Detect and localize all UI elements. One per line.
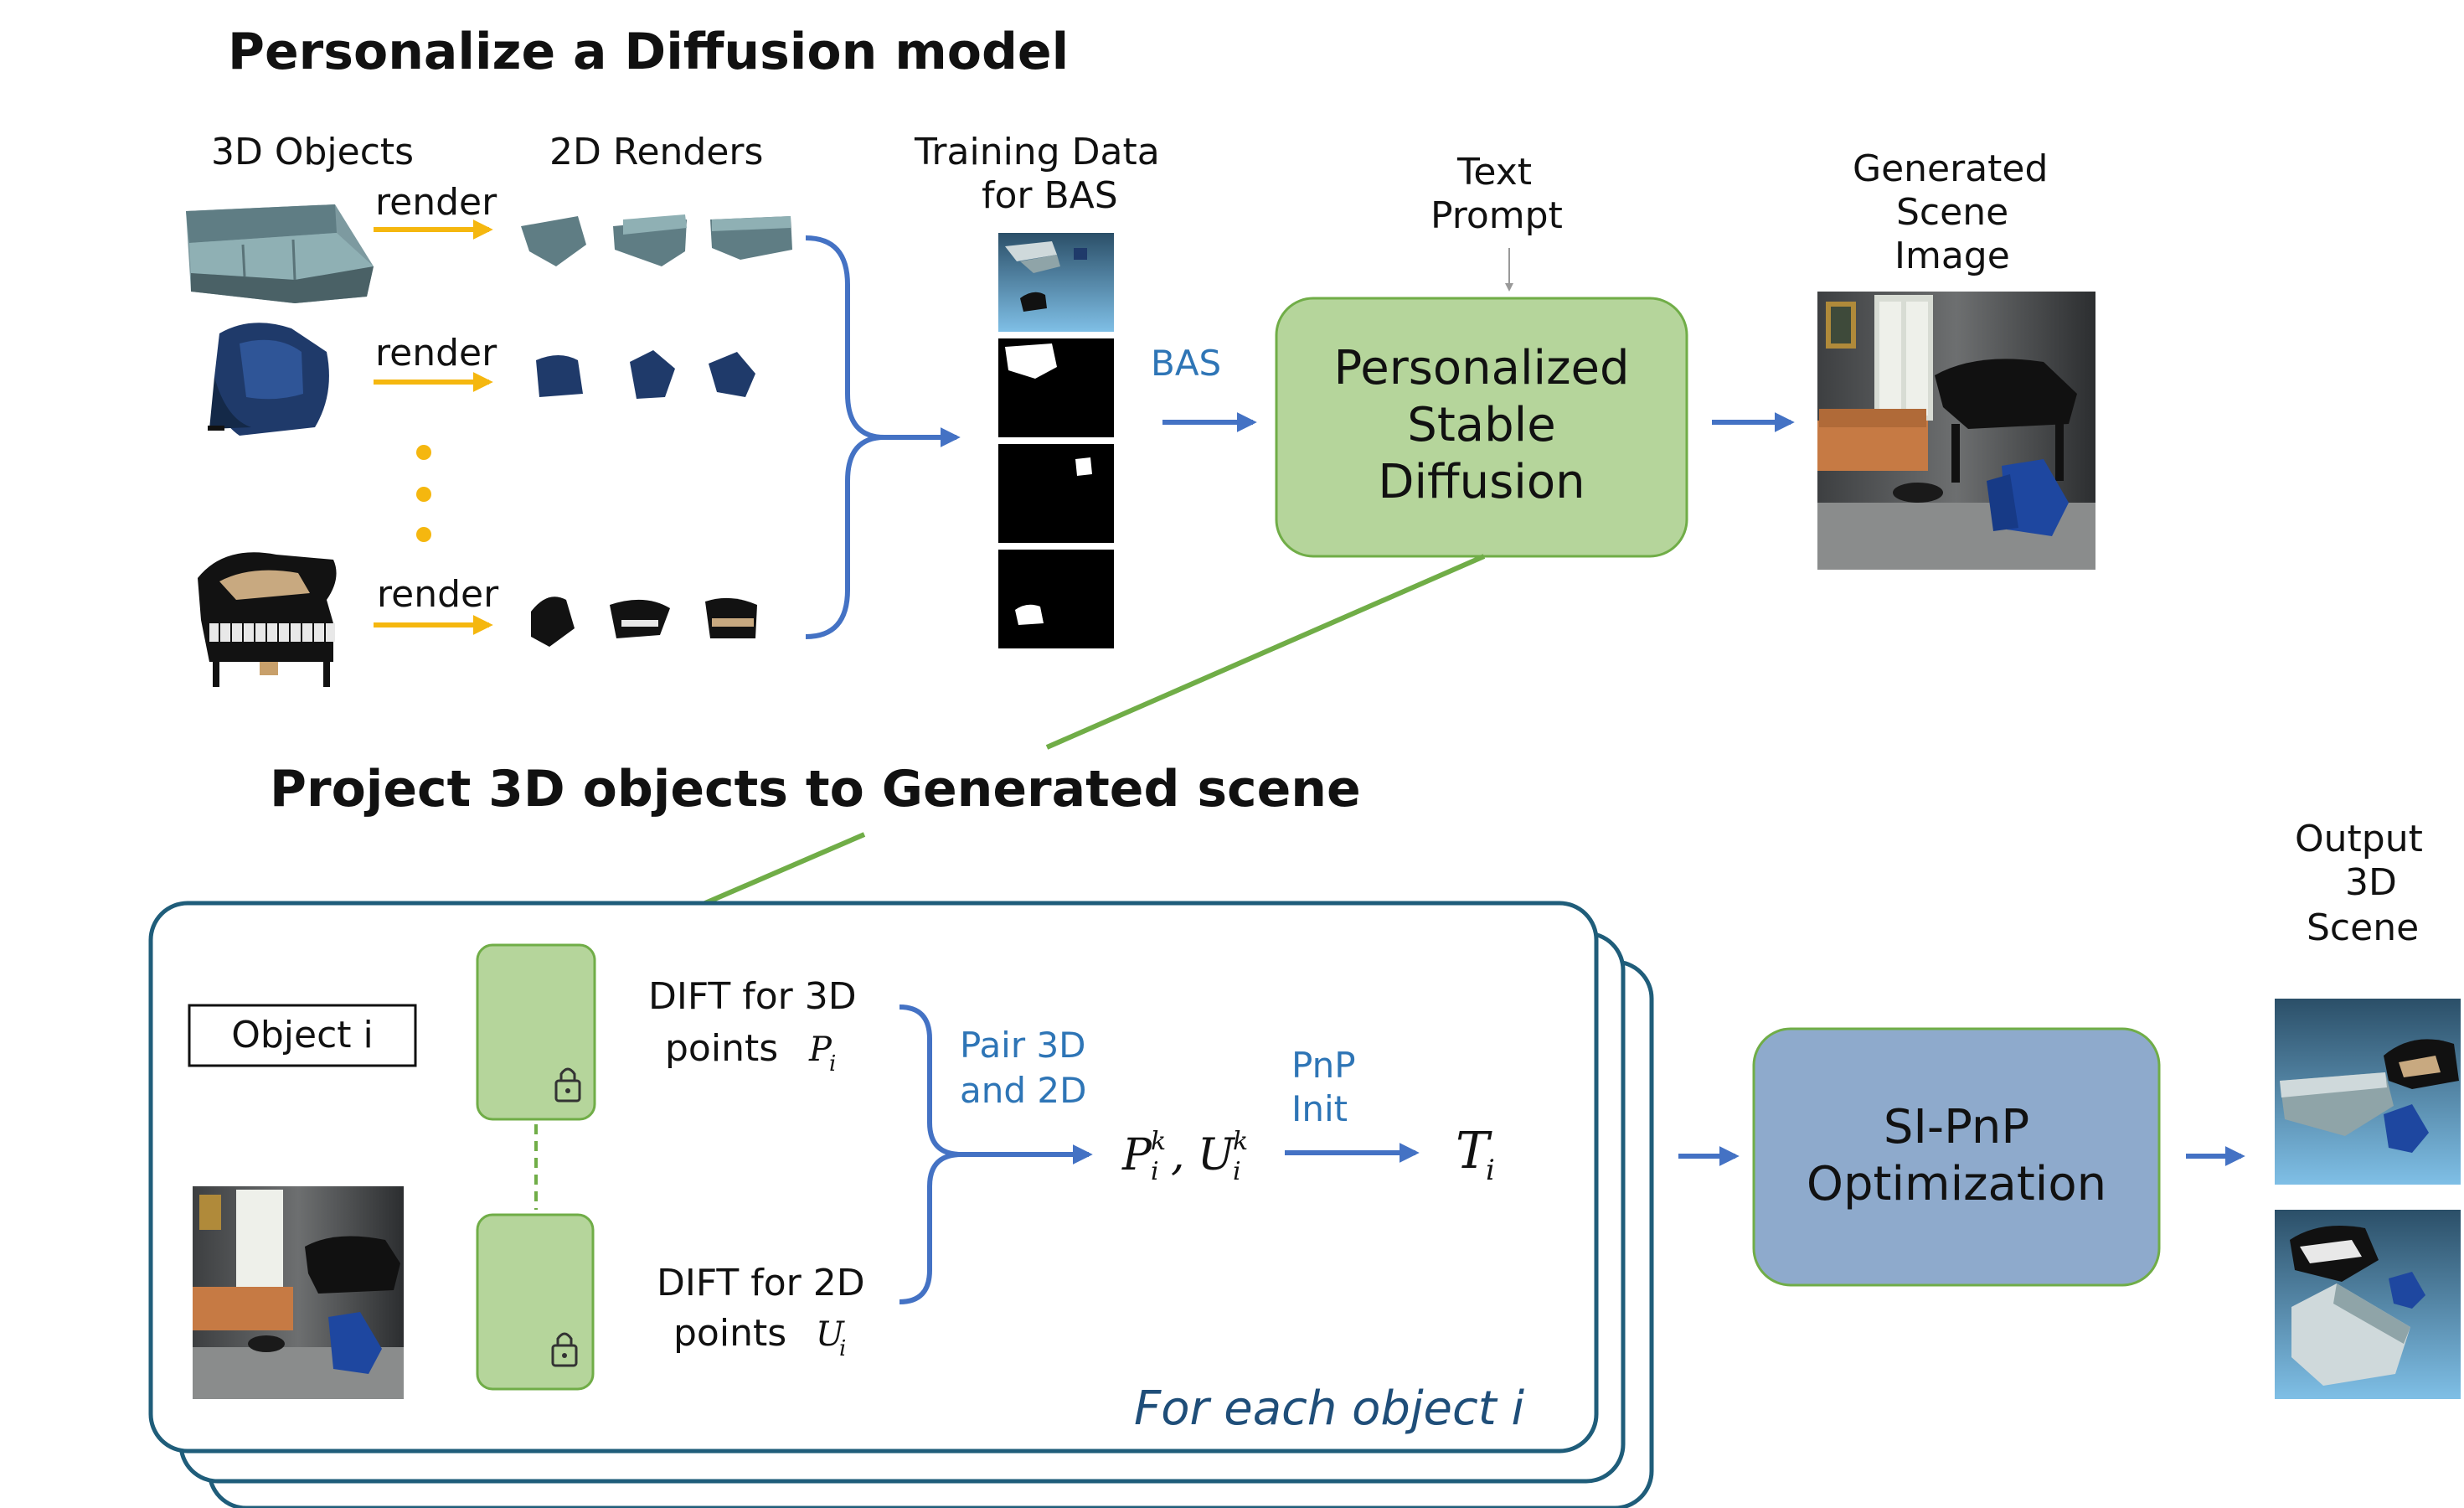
- symbol-p-i: P: [808, 1030, 833, 1069]
- symbol-pk-sup: k: [1151, 1127, 1166, 1156]
- lock-icon: [554, 1067, 581, 1103]
- symbol-comma: ,: [1171, 1130, 1185, 1180]
- render-label-1: render: [375, 181, 497, 224]
- label-output-3d: 3D: [2345, 861, 2397, 904]
- title-project: Project 3D objects to Generated scene: [270, 760, 1361, 819]
- symbol-u-i: U: [816, 1315, 845, 1354]
- ellipsis-dot: [416, 445, 431, 460]
- pair-label-2: and 2D: [960, 1070, 1086, 1111]
- label-text: Text: [1456, 151, 1532, 194]
- label-2d-renders: 2D Renders: [549, 131, 763, 173]
- dift-3d-points: points: [665, 1027, 778, 1070]
- symbol-p-i-sub: i: [829, 1051, 836, 1077]
- pnp-label-2: Init: [1291, 1088, 1348, 1129]
- object-i-box: [188, 1004, 417, 1067]
- armchair-object: [208, 323, 329, 436]
- dift-2d-label: DIFT for 2D: [657, 1262, 865, 1304]
- personalized-sd-line1: Personalized: [1333, 341, 1629, 395]
- label-for-bas: for BAS: [982, 174, 1118, 217]
- ellipsis-dot: [416, 527, 431, 542]
- pnp-label-1: PnP: [1291, 1045, 1356, 1086]
- symbol-uk-sub: i: [1233, 1157, 1241, 1186]
- symbol-pk: P: [1121, 1130, 1152, 1180]
- sipnp-line1: SI-PnP: [1884, 1100, 2029, 1154]
- sofa-object: [186, 204, 374, 303]
- sipnp-box: [1752, 1027, 2161, 1287]
- piano-object: [198, 552, 337, 687]
- symbol-u-i-sub: i: [839, 1336, 846, 1361]
- generated-scene-image: [1817, 292, 2095, 570]
- piano-renders: [531, 596, 757, 647]
- label-prompt: Prompt: [1430, 194, 1563, 237]
- personalized-sd-line3: Diffusion: [1378, 455, 1585, 509]
- armchair-renders: [536, 350, 755, 399]
- symbol-t-sub: i: [1486, 1154, 1495, 1187]
- label-3d-objects: 3D Objects: [211, 131, 414, 173]
- render-label-2: render: [375, 332, 497, 374]
- training-data-column: [998, 233, 1114, 648]
- lock-icon: [551, 1332, 578, 1367]
- connector-line: [1045, 554, 1486, 750]
- symbol-pk-sub: i: [1151, 1157, 1159, 1186]
- label-output-scene: Scene: [2307, 906, 2419, 949]
- output-scene-render-1: [2275, 999, 2461, 1185]
- label-image: Image: [1894, 235, 2010, 277]
- symbol-uk-sup: k: [1233, 1127, 1248, 1156]
- bas-label: BAS: [1151, 343, 1221, 384]
- render-label-3: render: [377, 573, 499, 616]
- ellipsis-dot: [416, 487, 431, 502]
- merge-brace: [805, 235, 885, 639]
- label-training-data: Training Data: [914, 131, 1160, 173]
- label-scene: Scene: [1896, 191, 2008, 234]
- sipnp-line2: Optimization: [1807, 1157, 2106, 1211]
- title-personalize: Personalize a Diffusion model: [228, 23, 1069, 81]
- output-scene-render-2: [2275, 1210, 2461, 1399]
- symbol-uk: U: [1198, 1130, 1236, 1180]
- object-i-label: Object i: [231, 1014, 374, 1056]
- dift-2d-points: points: [673, 1312, 786, 1355]
- sofa-renders: [521, 214, 792, 266]
- scene-thumbnail: [193, 1186, 404, 1399]
- dift-3d-label: DIFT for 3D: [648, 975, 857, 1018]
- personalized-sd-line2: Stable: [1407, 398, 1555, 452]
- label-generated: Generated: [1853, 147, 2048, 190]
- dift-encoder-3d: [476, 943, 596, 1121]
- label-output: Output: [2295, 818, 2423, 860]
- symbol-t: T: [1456, 1122, 1492, 1180]
- pair-label-1: Pair 3D: [960, 1025, 1086, 1066]
- for-each-label: For each object i: [1134, 1381, 1525, 1436]
